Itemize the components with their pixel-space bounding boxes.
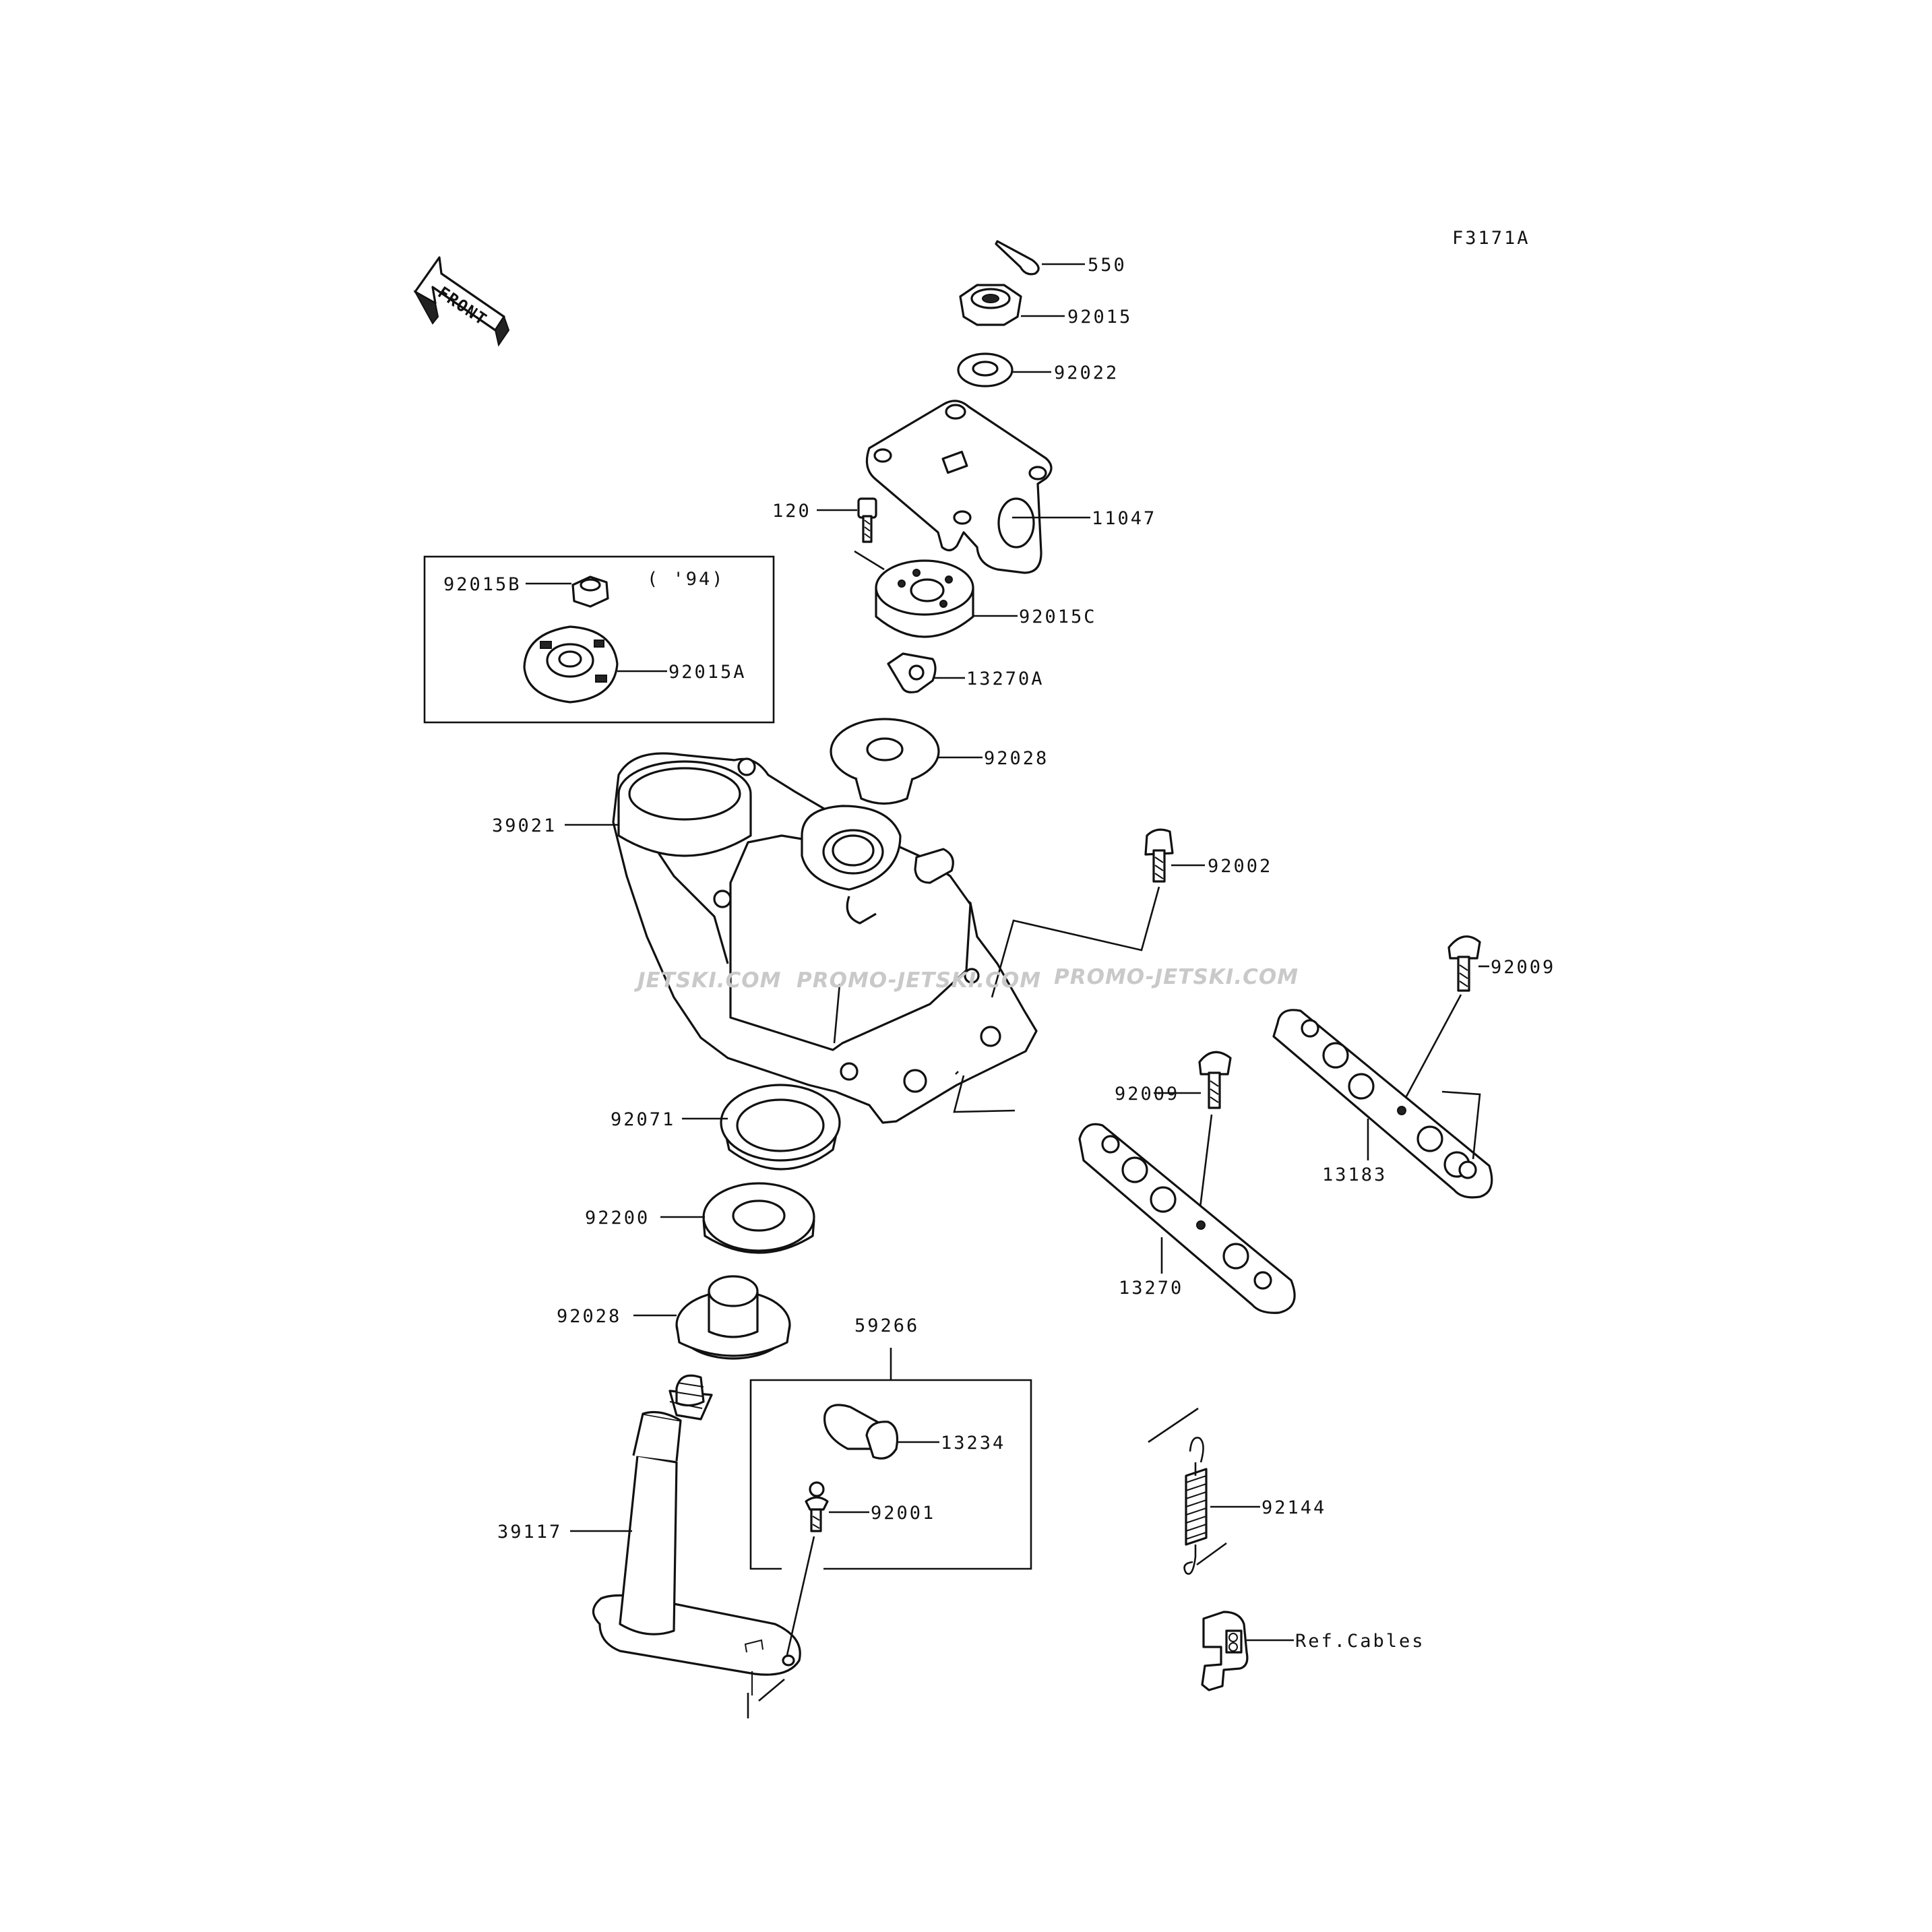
label-92015c: 92015C	[1019, 606, 1097, 627]
label-92015b: 92015B	[443, 574, 522, 595]
label-92200: 92200	[585, 1208, 650, 1228]
watermark-3: PROMO-JETSKI.COM	[1054, 965, 1299, 989]
bolt-120-part	[817, 497, 885, 571]
label-550: 550	[1088, 255, 1127, 276]
label-92015a: 92015A	[668, 662, 747, 683]
plate-13183-part	[1272, 1009, 1493, 1199]
washer-part	[957, 352, 1051, 387]
label-13270: 13270	[1119, 1278, 1183, 1299]
label-13270a: 13270A	[966, 668, 1045, 689]
label-92009-right: 92009	[1491, 957, 1555, 978]
bushing-92028-top-part	[830, 718, 983, 805]
label-92071: 92071	[611, 1109, 675, 1130]
bushing-92028-bottom-part	[633, 1275, 791, 1360]
cotter-pin-part	[995, 240, 1085, 276]
screw-92009-right-part	[1400, 935, 1489, 1106]
label-92001: 92001	[871, 1503, 935, 1524]
screw-92009-left-part	[1154, 1051, 1232, 1214]
label-ref-cables: Ref.Cables	[1295, 1631, 1425, 1652]
label-39021: 39021	[492, 815, 557, 836]
spring-92144-part	[1148, 1407, 1260, 1575]
part-13234	[823, 1404, 939, 1460]
label-year-94: ( '94)	[647, 569, 725, 590]
steering-housing-part	[565, 752, 1038, 1124]
label-92009-left: 92009	[1115, 1084, 1179, 1104]
plate-13270-part	[1078, 1123, 1296, 1314]
watermark-1: JETSKI.COM	[633, 968, 781, 993]
label-13234: 13234	[941, 1433, 1005, 1454]
steering-shaft-part	[570, 1374, 801, 1718]
kit-59266-box	[749, 1348, 1032, 1570]
label-92015: 92015	[1067, 307, 1132, 328]
front-arrow-icon: FRONT	[413, 256, 510, 347]
label-92144: 92144	[1261, 1497, 1326, 1518]
steering-bracket-part	[865, 400, 1090, 574]
label-92022: 92022	[1054, 363, 1119, 383]
bushing-92015c-part	[875, 559, 1018, 638]
ball-joint-92001-part	[786, 1481, 869, 1656]
washer-92200-part	[660, 1182, 815, 1254]
clip-13270a-part	[887, 652, 965, 693]
label-92028-top: 92028	[984, 748, 1049, 769]
label-92028-bottom: 92028	[557, 1306, 621, 1327]
watermark-2: PROMO-JETSKI.COM	[797, 968, 1041, 993]
label-39117: 39117	[497, 1522, 562, 1543]
figure-code: F3171A	[1452, 228, 1530, 249]
castle-nut-part	[959, 284, 1065, 326]
cable-clip-part	[1201, 1611, 1294, 1691]
label-59266: 59266	[854, 1315, 919, 1336]
label-11047: 11047	[1092, 508, 1156, 529]
label-92002: 92002	[1208, 856, 1272, 877]
label-13183: 13183	[1322, 1164, 1387, 1185]
seal-92071-part	[682, 1084, 841, 1171]
label-120: 120	[772, 501, 811, 522]
inset-94-box	[423, 555, 775, 724]
bolt-92002-part	[953, 828, 1205, 1113]
